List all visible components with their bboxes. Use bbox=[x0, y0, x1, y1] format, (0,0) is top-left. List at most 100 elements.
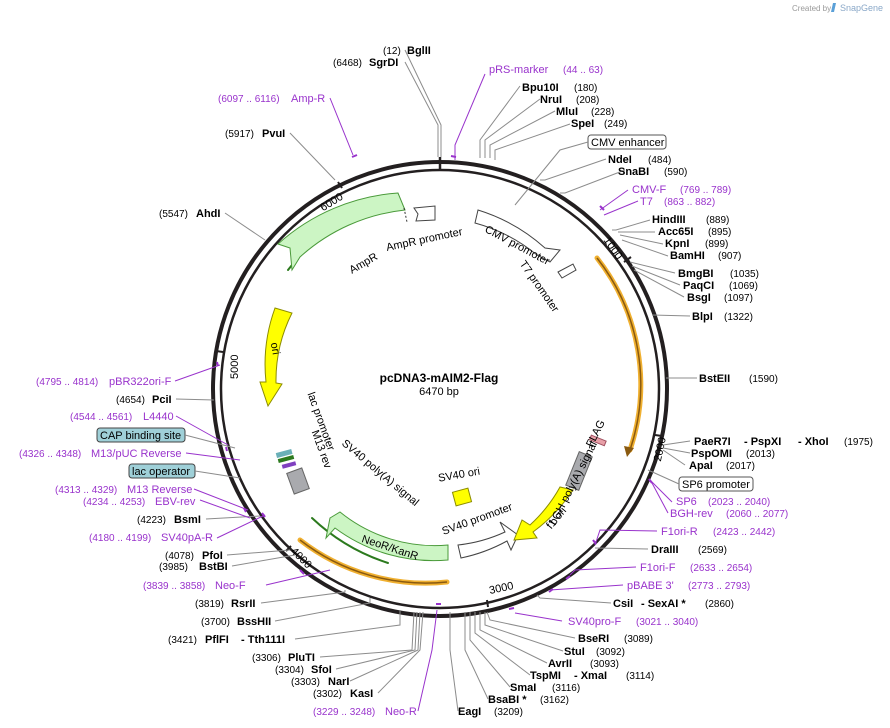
t7-promoter-label: T7 promoter bbox=[517, 259, 561, 315]
svg-text:(1975): (1975) bbox=[844, 437, 873, 448]
enzyme-ahdi: AhdI bbox=[196, 208, 220, 220]
svg-text:(863 .. 882): (863 .. 882) bbox=[664, 197, 715, 208]
primer-neo-r: Neo-R bbox=[385, 706, 417, 718]
enzyme-sgrdi: SgrDI bbox=[369, 57, 398, 69]
svg-text:(6468): (6468) bbox=[333, 58, 362, 69]
cap-binding-site-label: CAP binding site bbox=[100, 430, 181, 442]
enzyme-csii: CsiI bbox=[613, 598, 633, 610]
enzyme-xhoi: - XhoI bbox=[798, 436, 829, 448]
enzyme-bsabi: BsaBI * bbox=[488, 694, 527, 706]
svg-text:(889): (889) bbox=[706, 215, 729, 226]
enzyme-sfoi: SfoI bbox=[311, 664, 332, 676]
svg-text:(180): (180) bbox=[574, 83, 597, 94]
enzyme-bsteii: BstEII bbox=[699, 373, 730, 385]
primer-pbabe-3: pBABE 3' bbox=[627, 580, 674, 592]
ampr-arrow bbox=[277, 192, 406, 272]
primer-sp6: SP6 bbox=[676, 496, 697, 508]
svg-text:(4795 .. 4814): (4795 .. 4814) bbox=[36, 377, 98, 388]
f1-ori-arrow bbox=[513, 486, 574, 541]
enzyme-bglii: BglII bbox=[407, 45, 431, 57]
enzyme-eagi: EagI bbox=[458, 706, 481, 718]
green-line-bottom bbox=[311, 517, 389, 564]
svg-text:(12): (12) bbox=[383, 46, 401, 57]
enzyme-bsgi: BsgI bbox=[687, 292, 711, 304]
svg-text:(1590): (1590) bbox=[749, 374, 778, 385]
backbone bbox=[211, 157, 669, 618]
svg-text:(1069): (1069) bbox=[729, 281, 758, 292]
primer-sv40pa-r: SV40pA-R bbox=[161, 532, 213, 544]
primer-marks bbox=[216, 154, 653, 610]
enzyme-bpu10i: Bpu10I bbox=[522, 82, 559, 94]
enzyme-pflfi: PflFI bbox=[205, 634, 229, 646]
enzyme-tth111i: - Tth111I bbox=[241, 634, 285, 646]
svg-text:(5917): (5917) bbox=[225, 129, 254, 140]
enzyme-bamhi: BamHI bbox=[670, 250, 705, 262]
enzyme-stui: StuI bbox=[564, 646, 585, 658]
tick-1000: 1000 bbox=[601, 235, 625, 262]
svg-text:(208): (208) bbox=[576, 95, 599, 106]
enzyme-hindiii: HindIII bbox=[652, 214, 686, 226]
primer-f1ori-r: F1ori-R bbox=[661, 526, 698, 538]
svg-text:(3303): (3303) bbox=[291, 677, 320, 688]
orange-arc-right-arrow-icon bbox=[624, 446, 634, 457]
svg-text:(3819): (3819) bbox=[195, 599, 224, 610]
svg-text:(3985): (3985) bbox=[159, 562, 188, 573]
ori-arrow bbox=[259, 307, 293, 408]
svg-text:(3116): (3116) bbox=[552, 683, 580, 694]
svg-text:(4180 .. 4199): (4180 .. 4199) bbox=[89, 533, 151, 544]
enzyme-mlui: MluI bbox=[556, 106, 578, 118]
enzyme-pvui: PvuI bbox=[262, 128, 285, 140]
lac-operator-tag: lac operator bbox=[128, 463, 241, 479]
primer-bgh-rev: BGH-rev bbox=[670, 508, 713, 520]
created-by-text: Created by bbox=[792, 4, 831, 13]
enzyme-bmgbi: BmgBI bbox=[678, 268, 713, 280]
sp6-promoter-label: SP6 promoter bbox=[682, 479, 750, 491]
primer-prs-marker: pRS-marker bbox=[489, 64, 549, 76]
svg-text:(4234 .. 4253): (4234 .. 4253) bbox=[83, 497, 145, 508]
svg-text:(484): (484) bbox=[648, 155, 671, 166]
svg-text:(1322): (1322) bbox=[724, 312, 753, 323]
svg-text:(4544 .. 4561): (4544 .. 4561) bbox=[70, 412, 132, 423]
primer-ebv-rev: EBV-rev bbox=[155, 496, 196, 508]
enzyme-rsrii: RsrII bbox=[231, 598, 255, 610]
svg-text:(2773 .. 2793): (2773 .. 2793) bbox=[688, 581, 750, 592]
enzyme-draiii: DraIII bbox=[651, 544, 679, 556]
cmv-promoter-arrow bbox=[474, 209, 561, 263]
primer-pbr322ori-f: pBR322ori-F bbox=[109, 376, 172, 388]
svg-text:(3304): (3304) bbox=[275, 665, 304, 676]
svg-text:(3021 .. 3040): (3021 .. 3040) bbox=[636, 617, 698, 628]
svg-text:(4078): (4078) bbox=[165, 551, 194, 562]
sv40-polya-box bbox=[286, 467, 310, 495]
enzyme-bsshii: BssHII bbox=[237, 616, 271, 628]
svg-text:(899): (899) bbox=[705, 239, 728, 250]
svg-text:(5547): (5547) bbox=[159, 209, 188, 220]
cmv-enhancer-tag: CMV enhancer bbox=[514, 134, 667, 206]
svg-text:(3306): (3306) bbox=[252, 653, 281, 664]
enzyme-tspmi: TspMI bbox=[530, 670, 561, 682]
svg-text:(3092): (3092) bbox=[596, 647, 625, 658]
primer-l4440: L4440 bbox=[143, 411, 174, 423]
primer-amp-r: Amp-R bbox=[291, 93, 325, 105]
enzyme-apai: ApaI bbox=[689, 460, 713, 472]
svg-text:(3089): (3089) bbox=[624, 634, 653, 645]
svg-text:(3162): (3162) bbox=[540, 695, 569, 706]
svg-text:(2423 .. 2442): (2423 .. 2442) bbox=[713, 527, 775, 538]
primer-neo-f: Neo-F bbox=[215, 580, 246, 592]
enzyme-pfoi: PfoI bbox=[202, 550, 223, 562]
svg-text:(6097 .. 6116): (6097 .. 6116) bbox=[218, 94, 280, 105]
enzyme-smai: SmaI bbox=[510, 682, 536, 694]
lac-operator-label: lac operator bbox=[132, 466, 190, 478]
sv40-ori-label: SV40 ori bbox=[437, 466, 481, 485]
sp6-promoter-tag: SP6 promoter bbox=[647, 469, 754, 492]
svg-text:(3209): (3209) bbox=[494, 707, 523, 718]
sv40-promoter-arrow bbox=[457, 521, 519, 559]
enzyme-paer7i: PaeR7I bbox=[694, 436, 731, 448]
svg-text:(1035): (1035) bbox=[730, 269, 759, 280]
svg-text:(2023 .. 2040): (2023 .. 2040) bbox=[708, 497, 770, 508]
t7-promoter-arrow bbox=[557, 263, 577, 279]
snapgene-logo-icon bbox=[831, 3, 836, 12]
svg-text:(2860): (2860) bbox=[705, 599, 734, 610]
enzyme-kpni: KpnI bbox=[665, 238, 689, 250]
primer-cmv-f: CMV-F bbox=[632, 184, 667, 196]
